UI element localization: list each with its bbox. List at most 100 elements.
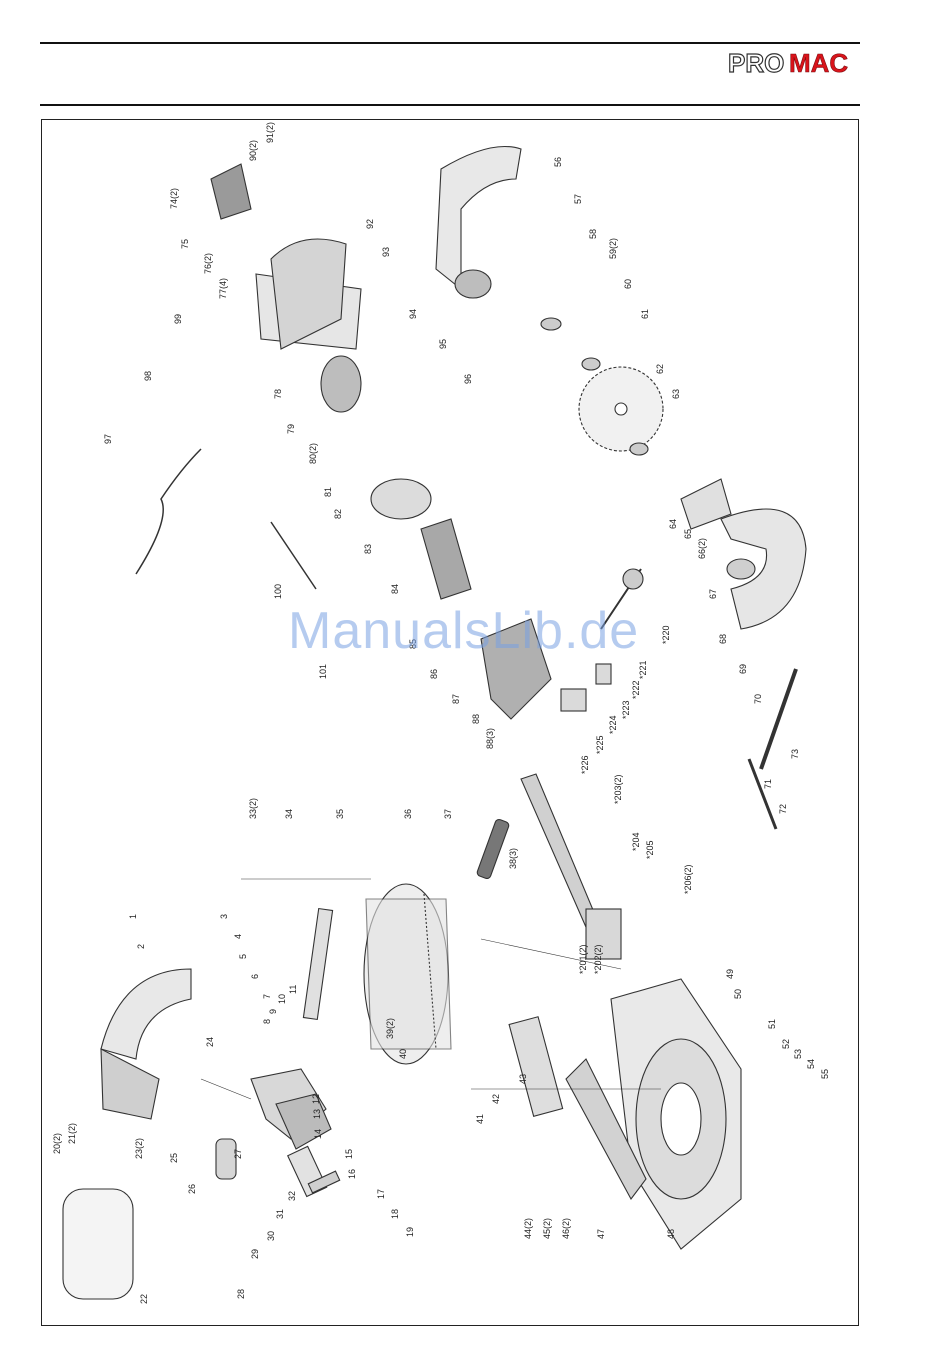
part-label: 10 [277,994,287,1004]
part-label: 18 [390,1209,400,1219]
part-label: 71 [763,779,773,789]
part-label: 54 [806,1059,816,1069]
promac-logo: PRO MAC [727,48,848,78]
part-label: 96 [463,374,473,384]
part-label: 53 [793,1049,803,1059]
part-label: 95 [438,339,448,349]
part-label: 62 [655,364,665,374]
diagram-frame [41,119,859,1326]
part-label: 56 [553,157,563,167]
part-label: 99 [173,314,183,324]
part-label: 74(2) [169,188,179,209]
part-label: 23(2) [134,1138,144,1159]
part-label: 52 [781,1039,791,1049]
part-label: 6 [250,974,260,979]
part-label: 84 [390,584,400,594]
part-label: 3 [219,914,229,919]
part-label: 4 [233,934,243,939]
part-label: 19 [405,1227,415,1237]
part-label: 93 [381,247,391,257]
part-label: 64 [668,519,678,529]
lower-guard-left [100,968,192,1060]
part-label: 72 [778,804,788,814]
part-label: 98 [143,371,153,381]
part-label: 68 [718,634,728,644]
part-label: 45(2) [542,1218,552,1239]
part-label: 2 [136,944,146,949]
part-label: 59(2) [608,238,618,259]
part-label: 46(2) [561,1218,571,1239]
part-label: 63 [671,389,681,399]
part-label: 92 [365,219,375,229]
part-label: 13 [312,1109,322,1119]
part-label: 91(2) [265,122,275,143]
part-label: 1 [128,914,138,919]
part-label: 101 [318,664,328,679]
part-label: 43 [518,1074,528,1084]
part-label: *222 [631,680,641,699]
part-label: 31 [275,1209,285,1219]
part-label: 32 [287,1191,297,1201]
part-label: 27 [233,1149,243,1159]
part-label: 87 [451,694,461,704]
part-label: 81 [323,487,333,497]
part-label: 97 [103,434,113,444]
part-label: *225 [595,735,605,754]
part-label: 25 [169,1153,179,1163]
part-label: 17 [376,1189,386,1199]
part-label: *205 [645,840,655,859]
part-label: 29 [250,1249,260,1259]
part-label: *224 [608,715,618,734]
part-label: *223 [621,700,631,719]
part-label: 70 [753,694,763,704]
part-label: 79 [286,424,296,434]
part-label: 80(2) [308,443,318,464]
part-label: 35 [335,809,345,819]
part-label: 15 [344,1149,354,1159]
part-label: 77(4) [218,278,228,299]
part-label: *221 [638,660,648,679]
part-label: 21(2) [67,1123,77,1144]
part-label: 51 [767,1019,777,1029]
part-label: 40 [398,1049,408,1059]
part-label: 28 [236,1289,246,1299]
logo-part-mac: MAC [789,48,848,78]
part-label: 8 [262,1019,272,1024]
part-label: 60 [623,279,633,289]
part-label: 30 [266,1231,276,1241]
part-label: 69 [738,664,748,674]
part-label: 76(2) [203,253,213,274]
part-label: *226 [580,755,590,774]
part-label: 100 [273,584,283,599]
part-label: 55 [820,1069,830,1079]
part-label: 90(2) [248,140,258,161]
part-label: *203(2) [613,774,623,804]
part-labels: 1234567891011121314151617181920(2)21(2)2… [52,122,830,1304]
part-label: 88(3) [485,728,495,749]
header-top-rule [40,42,860,44]
part-label: 26 [187,1184,197,1194]
part-label: 36 [403,809,413,819]
part-label: *202(2) [593,944,603,974]
part-label: 65 [683,529,693,539]
part-label: 57 [573,194,583,204]
part-label: 73 [790,749,800,759]
part-label: 24 [205,1037,215,1047]
dust-bag [62,1188,134,1300]
part-label: *220 [661,625,671,644]
exploded-parts-diagram: 1234567891011121314151617181920(2)21(2)2… [52,122,830,1304]
part-label: 66(2) [697,538,707,559]
part-label: 61 [640,309,650,319]
part-label: 12 [311,1094,321,1104]
part-label: 22 [139,1294,149,1304]
part-label: 75 [180,239,190,249]
part-label: 42 [491,1094,501,1104]
part-label: 58 [588,229,598,239]
part-label: 34 [284,809,294,819]
upper-guard [435,146,522,291]
part-label: *201(2) [578,944,588,974]
part-label: 44(2) [523,1218,533,1239]
part-label: 38(3) [508,848,518,869]
header-bottom-rule [40,104,860,106]
part-label: 16 [347,1169,357,1179]
